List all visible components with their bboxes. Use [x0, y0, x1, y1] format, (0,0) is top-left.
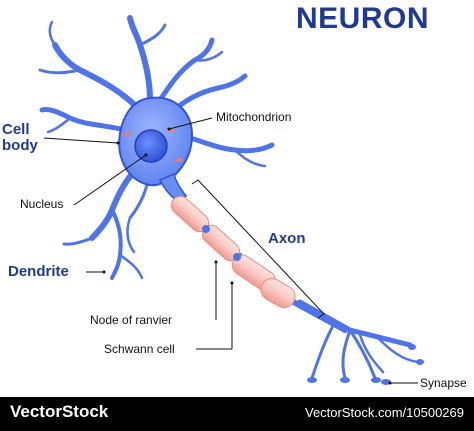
cell-body-label: Cell body [2, 122, 38, 154]
dendrites [38, 15, 275, 168]
leader-dots [102, 127, 392, 385]
cell-body-label-line2: body [2, 137, 38, 154]
axon-terminals [297, 299, 420, 380]
mitochondrion-label: Mitochondrion [216, 110, 292, 124]
synapse-label: Synapse [420, 376, 467, 390]
footer-brand: VectorStock [10, 402, 109, 421]
axon-hillock [158, 172, 188, 201]
mitochondrion-shape-3 [175, 157, 183, 163]
footer-credit: VectorStock.com/10500269 [305, 405, 464, 420]
cell-body-label-line1: Cell [2, 121, 30, 138]
axon-bracket [191, 179, 325, 319]
watermark-footer: VectorStock VectorStock.com/10500269 [0, 397, 474, 431]
schwann-cell-label: Schwann cell [104, 342, 175, 356]
synapse-terminals [307, 344, 424, 385]
axon [170, 195, 348, 333]
nodes-of-ranvier [202, 225, 241, 261]
axon-label: Axon [268, 230, 306, 247]
nucleus-shape [134, 129, 168, 163]
nucleus-label: Nucleus [20, 197, 64, 211]
leader-lines [43, 117, 418, 384]
node-of-ranvier-label: Node of ranvier [90, 313, 173, 327]
myelin-sheaths [170, 195, 296, 308]
page-title: NEURON [296, 2, 430, 35]
dendrite-label: Dendrite [8, 263, 69, 280]
mitochondrion-shape [123, 131, 131, 137]
